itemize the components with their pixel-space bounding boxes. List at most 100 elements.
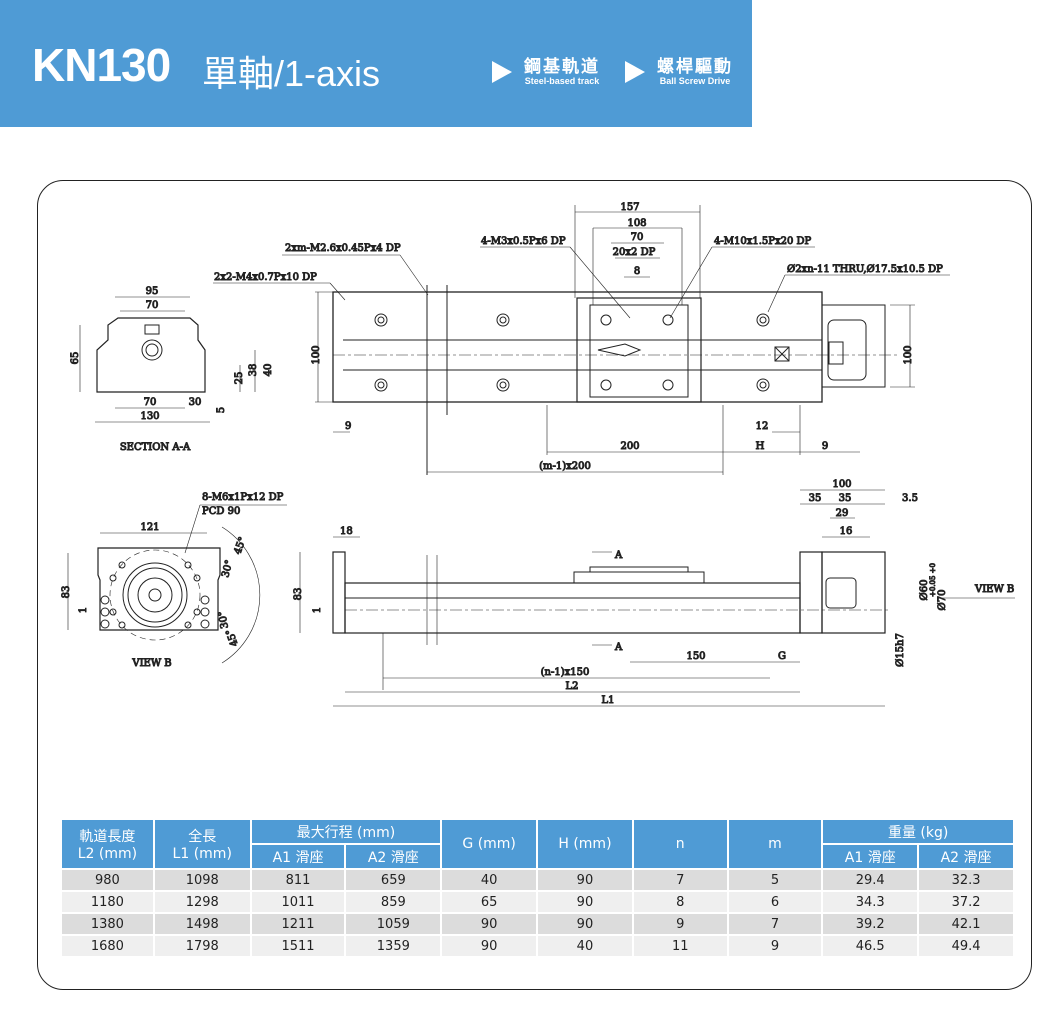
cell: 659	[346, 870, 441, 890]
angle-45-top: 45°	[232, 536, 248, 556]
cell: 1359	[346, 936, 441, 956]
drawing-panel	[37, 180, 1032, 990]
col-stroke-a2: A2 滑座	[346, 845, 441, 868]
dim-83: 83	[61, 586, 72, 599]
header-l1-unit: L1 (mm)	[172, 846, 232, 862]
angle-30-top: 30°	[220, 559, 235, 579]
dim-130: 130	[140, 411, 159, 422]
dim-m-200: (m-1)x200	[539, 461, 591, 472]
cell: 1298	[154, 892, 250, 912]
cell: 32.3	[919, 870, 1013, 890]
section-mark-a-top: A	[614, 550, 623, 561]
dim-100-right: 100	[903, 345, 914, 364]
dim-dia-60: Ø60	[919, 580, 930, 601]
col-g: G (mm)	[442, 820, 537, 868]
dim-L1: L1	[601, 695, 614, 706]
dim-n-150: (n-1)x150	[541, 667, 590, 678]
cell: 1180	[62, 892, 153, 912]
dim-100-left: 100	[311, 345, 322, 364]
feature-en: Ball Screw Drive	[659, 76, 731, 86]
cell: 39.2	[823, 914, 918, 934]
dim-83: 83	[293, 588, 304, 601]
dim-5: 5	[216, 407, 227, 413]
cell: 90	[442, 914, 537, 934]
dim-dia-70: Ø70	[937, 590, 948, 611]
note-m4: 2x2-M4x0.7Px10 DP	[214, 272, 317, 283]
cell: 37.2	[919, 892, 1013, 912]
dim-70: 70	[631, 232, 644, 243]
dim-1: 1	[312, 607, 323, 613]
feature-en: Steel-based track	[524, 76, 600, 86]
cell: 90	[538, 914, 632, 934]
dim-9b: 9	[822, 441, 828, 452]
dim-1: 1	[78, 607, 89, 613]
cell: 34.3	[823, 892, 918, 912]
note-thru: Ø2xn-11 THRU,Ø17.5x10.5 DP	[787, 264, 943, 275]
cell: 6	[728, 892, 822, 912]
note-pcd: PCD 90	[202, 506, 240, 517]
cell: 7	[728, 914, 822, 934]
dim-L2: L2	[565, 681, 578, 692]
dim-30: 30	[189, 397, 202, 408]
dim-65: 65	[70, 352, 81, 365]
cell: 11	[633, 936, 727, 956]
cell: 1380	[62, 914, 153, 934]
dim-95: 95	[146, 286, 159, 297]
cell: 1498	[154, 914, 250, 934]
dim-70b: 70	[144, 397, 157, 408]
col-h: H (mm)	[538, 820, 632, 868]
view-b-title: VIEW B	[131, 658, 171, 669]
col-weight-a2: A2 滑座	[919, 845, 1013, 868]
top-view: 157 108 70 20x2 DP 8 2xm-M2.6x0.45Px4 DP…	[213, 202, 950, 475]
col-m: m	[728, 820, 822, 868]
dim-29: 29	[836, 508, 849, 519]
cell: 90	[538, 892, 632, 912]
cell: 1798	[154, 936, 250, 956]
view-b: 121 83 1 8-M6x1Px12 DP PCD 90 45° 30° 30…	[61, 492, 287, 670]
dim-25: 25	[234, 372, 245, 385]
model-subtitle: 單軸/1-axis	[202, 53, 381, 94]
note-m6: 8-M6x1Px12 DP	[202, 492, 284, 503]
dim-16: 16	[840, 526, 853, 537]
cell: 49.4	[919, 936, 1013, 956]
cell: 1011	[251, 892, 345, 912]
header-l1: 全長	[188, 829, 217, 845]
cell: 29.4	[823, 870, 918, 890]
section-title: SECTION A-A	[120, 442, 191, 453]
cell: 1680	[62, 936, 153, 956]
cell: 90	[442, 936, 537, 956]
col-n: n	[633, 820, 727, 868]
dim-100: 100	[832, 479, 851, 490]
play-arrow-icon	[625, 61, 645, 83]
header-l2-unit: L2 (mm)	[77, 846, 138, 862]
section-mark-a-bottom: A	[614, 642, 623, 653]
cell: 5	[728, 870, 822, 890]
note-m26: 2xm-M2.6x0.45Px4 DP	[285, 243, 401, 254]
cell: 1511	[251, 936, 345, 956]
angle-30-bottom: 30°	[217, 610, 231, 629]
cell: 1098	[154, 870, 250, 890]
cell: 9	[633, 914, 727, 934]
dim-70: 70	[146, 300, 159, 311]
col-weight-a1: A1 滑座	[823, 845, 918, 868]
angle-45-bottom: 45°	[224, 627, 240, 647]
cell: 859	[346, 892, 441, 912]
dim-157: 157	[620, 202, 639, 213]
dim-108: 108	[627, 218, 646, 229]
cell: 46.5	[823, 936, 918, 956]
cell: 40	[538, 936, 632, 956]
cell: 1059	[346, 914, 441, 934]
cell: 40	[442, 870, 537, 890]
dim-35a: 35	[809, 493, 822, 504]
dim-38: 38	[248, 364, 259, 377]
note-m3: 4-M3x0.5Px6 DP	[481, 236, 566, 247]
